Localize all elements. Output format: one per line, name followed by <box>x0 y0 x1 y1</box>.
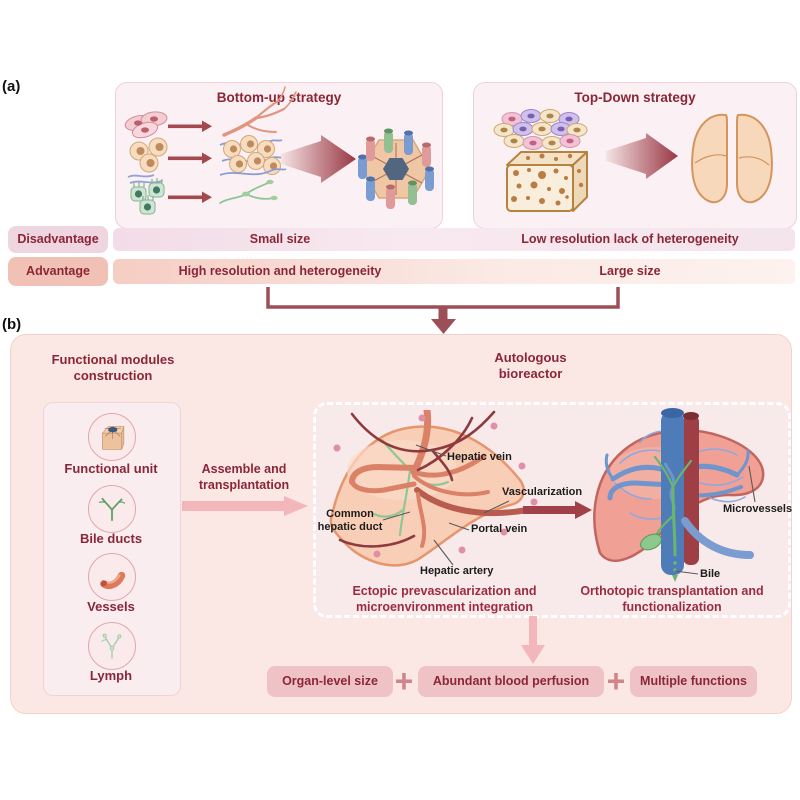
top-down-illustration <box>493 109 773 212</box>
vessels-circle <box>88 553 136 601</box>
bile-ducts-circle <box>88 485 136 533</box>
output-box-abundant-blood-perfusion: Abundant blood perfusion <box>418 666 604 697</box>
lungs-icon <box>691 113 773 204</box>
functional-unit-label: Functional unit <box>64 461 158 476</box>
round-cells-icon <box>127 137 168 184</box>
hepatic-vein-label: Hepatic vein <box>447 451 512 463</box>
modules-title: Functional modules construction <box>51 352 175 384</box>
scaffold-cube-icon <box>506 151 588 212</box>
bile-ducts-icon <box>98 497 126 521</box>
functional-unit-circle <box>88 413 136 461</box>
hepatic-artery-label: Hepatic artery <box>420 565 494 577</box>
portal-vein-label: Portal vein <box>471 523 528 535</box>
vessel-tree-icon <box>222 86 297 137</box>
gradient-arrow <box>606 133 678 179</box>
lymph-circle <box>88 622 136 670</box>
bioreactor-title: Autologous bioreactor <box>494 350 567 382</box>
bile-duct <box>653 455 693 557</box>
functional-unit-icon <box>101 426 125 450</box>
microvessels-label: Microvessels <box>723 503 793 515</box>
disadvantage-top-down-text: Low resolution lack of heterogeneity <box>521 232 739 246</box>
green-fibers-icon <box>219 179 278 204</box>
panel-a-label: (a) <box>2 78 21 95</box>
assemble-arrow <box>182 496 308 516</box>
row1-arrow <box>168 120 212 132</box>
orthotopic-liver-illustration <box>593 408 765 582</box>
advantage-top-down-text: Large size <box>599 264 661 278</box>
row3-arrow <box>168 191 212 203</box>
bile-ducts-label: Bile ducts <box>79 531 143 546</box>
panel-b-label: (b) <box>2 316 22 333</box>
advantage-bar <box>113 259 795 284</box>
top-down-strategy-box: Top-Down strategy <box>473 82 797 229</box>
ectopic-liver-illustration <box>329 410 538 567</box>
output-box-organ-level-size: Organ-level size <box>267 666 393 697</box>
cell-dots <box>333 414 538 558</box>
ectopic-caption: Ectopic prevascularization and microenvi… <box>352 584 537 614</box>
advantage-bottom-up-text: High resolution and heterogeneity <box>178 264 382 278</box>
green-cells-icon <box>130 178 165 215</box>
main-vessels <box>349 410 530 548</box>
lobule-construct-icon <box>358 128 434 209</box>
vessels-label: Vessels <box>87 599 135 614</box>
pink-cells-icon <box>124 111 168 139</box>
orthotopic-caption: Orthotopic transplantation and functiona… <box>580 584 764 614</box>
gallbladder <box>640 533 662 551</box>
plus-sign-1: + <box>394 663 414 699</box>
disadvantage-label: Disadvantage <box>8 226 108 253</box>
mixed-cells-icon <box>493 109 588 150</box>
lymph-icon <box>101 633 122 659</box>
artery-tube <box>683 412 699 565</box>
result-down-arrow <box>521 616 545 664</box>
common-hepatic-duct-label: Common hepatic duct <box>317 508 383 534</box>
plus-sign-2: + <box>606 663 626 699</box>
cell-cluster-icon <box>219 135 287 176</box>
portal-graft-vessel <box>681 517 754 559</box>
bracket-connector <box>266 287 620 334</box>
output-box-multiple-functions: Multiple functions <box>630 666 757 697</box>
bottom-up-title: Bottom-up strategy <box>216 90 342 105</box>
lymph-label: Lymph <box>89 668 133 683</box>
vessels-icon <box>100 571 126 589</box>
disadvantage-bar <box>113 228 795 251</box>
vascularization-label: Vascularization <box>502 486 583 498</box>
bottom-up-illustration <box>124 86 434 215</box>
row2-arrow <box>168 152 212 164</box>
disadvantage-bottom-up-text: Small size <box>249 232 311 246</box>
assemble-label: Assemble and transplantation <box>198 462 290 492</box>
advantage-label: Advantage <box>8 257 108 286</box>
gradient-arrow <box>281 135 356 183</box>
bile-label: Bile <box>700 568 721 580</box>
bottom-up-strategy-box: Bottom-up strategy <box>115 82 443 229</box>
top-down-title: Top-Down strategy <box>574 90 696 105</box>
